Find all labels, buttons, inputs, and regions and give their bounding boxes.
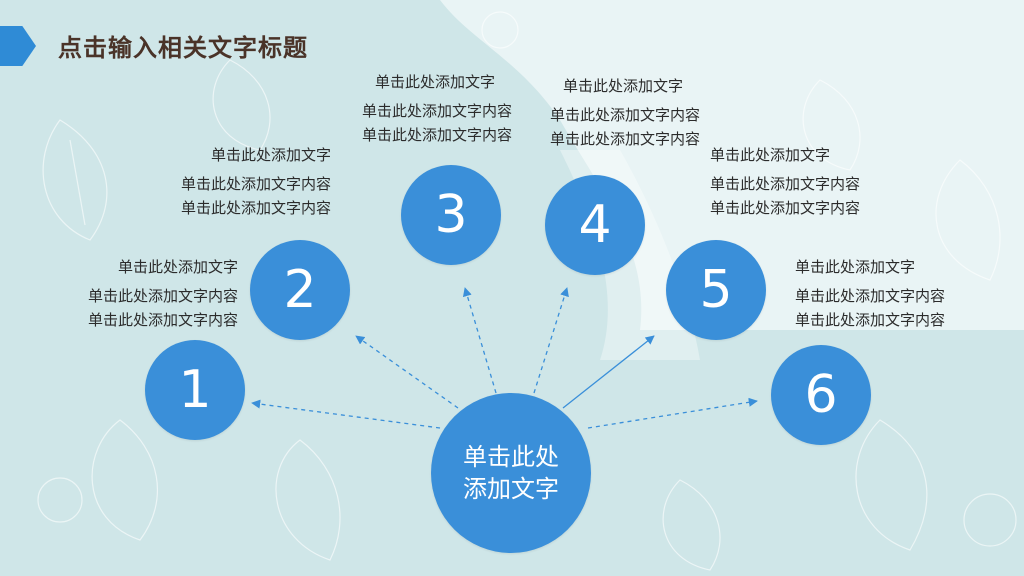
connector-4: [533, 287, 569, 394]
step-line-5a: 单击此处添加文字内容: [710, 175, 861, 193]
step-line-2b: 单击此处添加文字内容: [180, 199, 331, 217]
step-number-6: 6: [804, 365, 838, 425]
step-line-2a: 单击此处添加文字内容: [180, 175, 331, 193]
connector-6: [587, 397, 758, 429]
step-circle-6[interactable]: 6: [771, 345, 871, 445]
step-heading-6: 单击此处添加文字: [795, 258, 916, 276]
step-line-6b: 单击此处添加文字内容: [795, 311, 946, 329]
step-line-4b: 单击此处添加文字内容: [549, 130, 700, 148]
step-label-6[interactable]: 单击此处添加文字 单击此处添加文字内容 单击此处添加文字内容: [795, 255, 975, 332]
step-heading-3: 单击此处添加文字: [374, 73, 495, 91]
step-label-4[interactable]: 单击此处添加文字 单击此处添加文字内容 单击此处添加文字内容: [520, 74, 700, 151]
step-heading-4: 单击此处添加文字: [562, 77, 683, 95]
step-number-3: 3: [434, 185, 468, 245]
step-line-5b: 单击此处添加文字内容: [710, 199, 861, 217]
connector-3: [462, 287, 497, 394]
step-line-4a: 单击此处添加文字内容: [549, 106, 700, 124]
step-heading-5: 单击此处添加文字: [710, 146, 831, 164]
step-circle-5[interactable]: 5: [666, 240, 766, 340]
step-circle-1[interactable]: 1: [145, 340, 245, 440]
connector-1: [251, 399, 441, 429]
step-circle-2[interactable]: 2: [250, 240, 350, 340]
center-circle[interactable]: 单击此处 添加文字: [431, 393, 591, 553]
step-circle-3[interactable]: 3: [401, 165, 501, 265]
step-line-1b: 单击此处添加文字内容: [87, 311, 238, 329]
center-text-line-1: 单击此处: [463, 443, 559, 471]
step-label-2[interactable]: 单击此处添加文字 单击此处添加文字内容 单击此处添加文字内容: [150, 143, 331, 220]
step-circle-4[interactable]: 4: [545, 175, 645, 275]
step-line-6a: 单击此处添加文字内容: [795, 287, 946, 305]
connector-5: [562, 335, 655, 409]
center-text-line-2: 添加文字: [463, 475, 559, 503]
step-number-2: 2: [283, 260, 317, 320]
step-number-5: 5: [699, 260, 733, 320]
step-number-4: 4: [578, 195, 612, 255]
step-line-1a: 单击此处添加文字内容: [87, 287, 238, 305]
step-line-3b: 单击此处添加文字内容: [361, 126, 512, 144]
slide-title[interactable]: 点击输入相关文字标题: [58, 34, 308, 62]
step-line-3a: 单击此处添加文字内容: [361, 102, 512, 120]
step-heading-2: 单击此处添加文字: [210, 146, 331, 164]
step-label-5[interactable]: 单击此处添加文字 单击此处添加文字内容 单击此处添加文字内容: [710, 143, 890, 220]
step-label-1[interactable]: 单击此处添加文字 单击此处添加文字内容 单击此处添加文字内容: [60, 255, 238, 332]
step-label-3[interactable]: 单击此处添加文字 单击此处添加文字内容 单击此处添加文字内容: [332, 70, 512, 147]
connector-2: [355, 335, 459, 409]
step-number-1: 1: [178, 360, 212, 420]
step-heading-1: 单击此处添加文字: [117, 258, 238, 276]
